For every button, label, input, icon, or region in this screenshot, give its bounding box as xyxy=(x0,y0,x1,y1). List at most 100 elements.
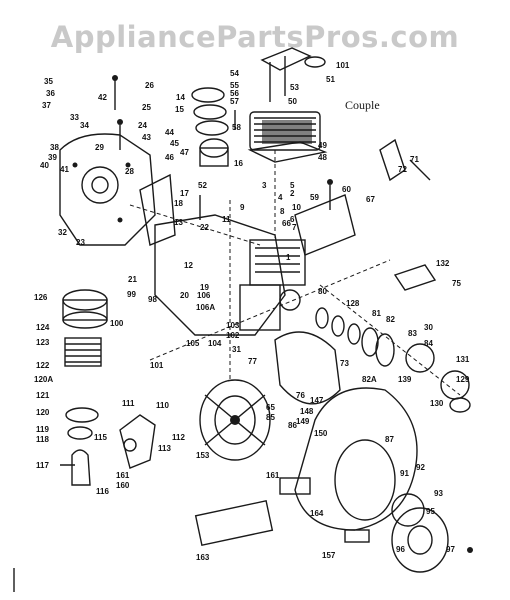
label-72: 72 xyxy=(398,165,407,174)
label-75: 75 xyxy=(452,279,461,288)
label-157: 157 xyxy=(322,551,336,560)
label-84: 84 xyxy=(424,339,433,348)
label-31: 31 xyxy=(232,345,241,354)
label-23: 23 xyxy=(76,238,85,247)
label-80: 80 xyxy=(318,287,327,296)
label-95: 95 xyxy=(426,507,435,516)
watermark: AppliancePartsPros.com xyxy=(50,20,460,54)
label-39: 39 xyxy=(48,153,57,162)
air-filter xyxy=(62,289,108,367)
label-77: 77 xyxy=(248,357,257,366)
label-103: 103 xyxy=(226,321,240,330)
label-2: 2 xyxy=(290,189,295,198)
label-14: 14 xyxy=(176,93,185,102)
side-gasket xyxy=(139,173,176,246)
label-71: 71 xyxy=(410,155,419,164)
label-83: 83 xyxy=(408,329,417,338)
label-38: 38 xyxy=(50,143,59,152)
label-153: 153 xyxy=(196,451,210,460)
label-116: 116 xyxy=(96,487,109,496)
label-115: 115 xyxy=(94,433,107,442)
label-132: 132 xyxy=(436,259,450,268)
label-33: 33 xyxy=(70,113,79,122)
label-10: 10 xyxy=(292,203,301,212)
label-128: 128 xyxy=(346,299,360,308)
label-164: 164 xyxy=(310,509,324,518)
head-gasket xyxy=(247,141,328,163)
label-161: 161 xyxy=(116,471,130,480)
crankcase-cover xyxy=(59,133,156,246)
label-163: 163 xyxy=(196,553,210,562)
label-15: 15 xyxy=(175,105,184,114)
label-45: 45 xyxy=(170,139,179,148)
label-118: 118 xyxy=(36,435,49,444)
label-plate xyxy=(194,500,274,546)
caption-couple: Couple xyxy=(345,98,380,112)
label-105: 105 xyxy=(186,339,200,348)
label-11: 11 xyxy=(222,215,231,224)
label-47: 47 xyxy=(180,148,189,157)
rewind-starter xyxy=(391,493,449,573)
label-120: 120 xyxy=(36,408,50,417)
label-87: 87 xyxy=(385,435,394,444)
label-57: 57 xyxy=(230,97,239,106)
label-100: 100 xyxy=(110,319,124,328)
label-25: 25 xyxy=(142,103,151,112)
label-29: 29 xyxy=(95,143,104,152)
decal-b xyxy=(344,529,370,543)
label-37: 37 xyxy=(42,101,51,110)
label-59: 59 xyxy=(310,193,319,202)
label-54: 54 xyxy=(230,69,239,78)
label-58: 58 xyxy=(232,123,241,132)
label-32: 32 xyxy=(58,228,67,237)
label-91: 91 xyxy=(400,469,409,478)
label-7: 7 xyxy=(292,223,297,232)
label-102: 102 xyxy=(226,331,240,340)
label-41: 41 xyxy=(60,165,69,174)
label-17: 17 xyxy=(180,189,189,198)
pulley xyxy=(405,343,471,413)
label-120A: 120A xyxy=(34,375,53,384)
label-76: 76 xyxy=(296,391,305,400)
label-112: 112 xyxy=(172,433,185,442)
cylinder-head xyxy=(249,111,321,151)
label-82A: 82A xyxy=(362,375,377,384)
label-13: 13 xyxy=(174,218,183,227)
part-label-layer: 35 36 37 34 33 38 39 40 41 42 25 26 29 2… xyxy=(34,61,470,562)
label-113: 113 xyxy=(158,444,171,453)
label-147: 147 xyxy=(310,396,324,405)
label-92: 92 xyxy=(416,463,425,472)
label-48: 48 xyxy=(318,153,327,162)
top-bracket xyxy=(260,47,326,102)
governor-linkage xyxy=(379,138,437,291)
flywheel xyxy=(199,379,271,461)
label-110: 110 xyxy=(156,401,169,410)
label-122: 122 xyxy=(36,361,50,370)
label-150: 150 xyxy=(314,429,328,438)
label-8: 8 xyxy=(280,207,285,216)
label-93: 93 xyxy=(434,489,443,498)
label-49: 49 xyxy=(318,141,327,150)
label-22: 22 xyxy=(200,223,209,232)
label-30: 30 xyxy=(424,323,433,332)
label-161-mid: 161 xyxy=(266,471,280,480)
label-160: 160 xyxy=(116,481,130,490)
blower-housing xyxy=(294,387,418,531)
label-9: 9 xyxy=(240,203,245,212)
seal-rings xyxy=(315,307,395,367)
breather-plate xyxy=(294,194,356,256)
label-99: 99 xyxy=(127,290,136,299)
label-104: 104 xyxy=(208,339,222,348)
label-86: 86 xyxy=(288,421,297,430)
label-1: 1 xyxy=(286,253,291,262)
label-44: 44 xyxy=(165,128,174,137)
label-149: 149 xyxy=(296,417,310,426)
label-40: 40 xyxy=(40,161,49,170)
label-43: 43 xyxy=(142,133,151,142)
label-119: 119 xyxy=(36,425,49,434)
label-117: 117 xyxy=(36,461,49,470)
label-35: 35 xyxy=(44,77,53,86)
label-21: 21 xyxy=(128,275,137,284)
label-51: 51 xyxy=(326,75,335,84)
label-66: 66 xyxy=(282,219,291,228)
